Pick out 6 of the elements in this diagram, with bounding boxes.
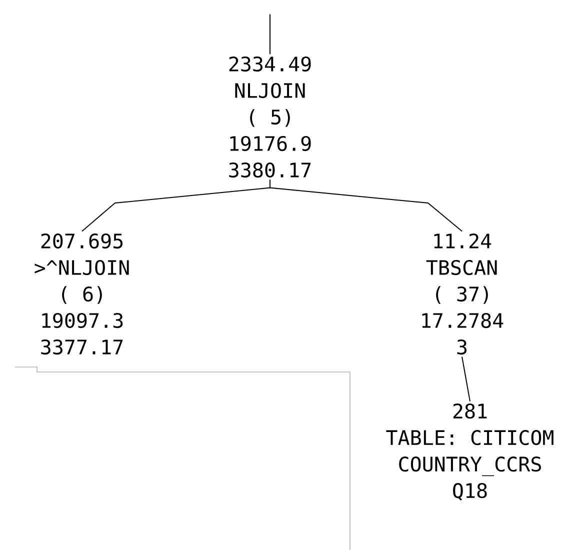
plan-operator-text: 281 TABLE: CITICOM COUNTRY_CCRS Q18 xyxy=(386,404,554,500)
plan-operator-text: 11.24 TBSCAN ( 37) 17.2784 3 xyxy=(422,233,504,355)
plan-operator-text: 207.695 >^NLJOIN ( 6) 19097.3 3377.17 xyxy=(34,233,129,355)
plan-operator-text: 2334.49 NLJOIN ( 5) 19176.9 3380.17 xyxy=(229,56,311,178)
connector-line xyxy=(270,179,462,232)
connector-line xyxy=(462,356,470,402)
